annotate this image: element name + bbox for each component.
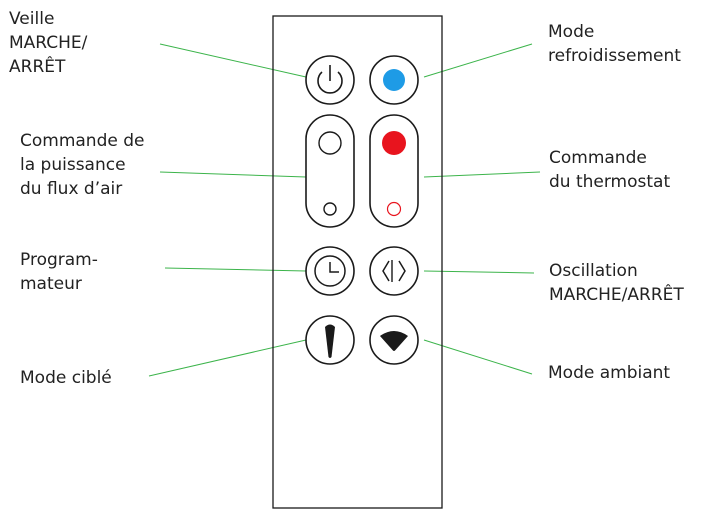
narrow-cone-icon (325, 324, 335, 358)
leader-standby (159, 43, 307, 78)
leader-cooling (423, 43, 533, 78)
oscillation-button[interactable] (369, 246, 419, 296)
cooling-mode-button[interactable] (369, 55, 419, 105)
airflow-speed-button[interactable] (305, 114, 355, 228)
leader-timer (164, 267, 307, 272)
leader-lines (148, 43, 541, 377)
label-focused: Mode ciblé (20, 368, 112, 388)
clock-icon (314, 255, 346, 287)
label-airflow: Commande de la puissance du flux d’air (20, 131, 145, 199)
thermostat-button[interactable] (369, 114, 419, 228)
leader-airflow (159, 171, 307, 178)
leader-diffused (423, 339, 533, 375)
label-thermostat: Commande du thermostat (549, 148, 671, 192)
label-timer: Program- mateur (20, 250, 98, 294)
leader-thermostat (423, 171, 541, 178)
left-right-arrows-icon (382, 260, 406, 282)
label-oscillation: Oscillation MARCHE/ARRÊT (549, 261, 684, 305)
remote-body (272, 15, 443, 509)
focused-mode-button[interactable] (305, 315, 355, 365)
diffused-mode-button[interactable] (369, 315, 419, 365)
blue-dot-icon (383, 69, 405, 91)
label-cooling: Mode refroidissement (548, 22, 681, 66)
power-icon (317, 65, 343, 94)
red-dot-ring-icon (382, 131, 406, 217)
wide-fan-icon (380, 331, 408, 351)
label-standby: Veille MARCHE/ ARRÊT (9, 9, 88, 77)
leader-oscillation (423, 270, 535, 274)
leader-focused (148, 339, 307, 377)
timer-button[interactable] (305, 246, 355, 296)
standby-power-button[interactable] (305, 55, 355, 105)
circle-up-down-icon (318, 131, 342, 216)
label-diffused: Mode ambiant (548, 363, 671, 383)
